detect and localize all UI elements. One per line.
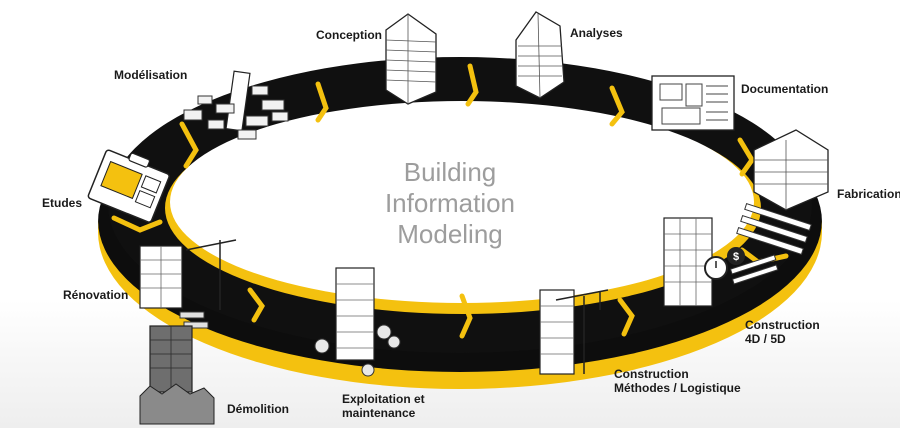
illustration-exploitation — [314, 267, 401, 377]
illustration-construction-4d5d: $ — [663, 217, 745, 307]
divider-5 — [737, 137, 755, 177]
label-analyses: Analyses — [570, 26, 623, 40]
illustration-modelisation — [183, 70, 289, 140]
dollar-coin-icon — [727, 247, 745, 265]
illustration-construction-methodes — [539, 289, 609, 375]
title-line-3: Modeling — [397, 219, 503, 249]
label-renovation: Rénovation — [63, 288, 129, 302]
divider-1 — [315, 81, 329, 123]
divider-8 — [247, 287, 265, 323]
crane-icon — [555, 289, 609, 374]
svg-text:$: $ — [733, 251, 739, 263]
label-conception: Conception — [316, 28, 382, 42]
divider-2 — [465, 63, 479, 107]
divider-10 — [617, 297, 635, 337]
illustration-fabrication — [729, 129, 829, 285]
label-exploitation-line2: maintenance — [342, 406, 416, 420]
center-title: Building Information Modeling — [360, 157, 540, 250]
label-exploitation: Exploitation et maintenance — [342, 392, 425, 420]
label-etudes: Etudes — [42, 196, 83, 210]
label-construction-methodes: Construction Méthodes / Logistique — [614, 367, 741, 395]
ring-hole — [170, 101, 754, 303]
label-exploitation-line1: Exploitation et — [342, 392, 425, 406]
label-fabrication: Fabrication — [837, 187, 900, 201]
label-construction-4d5d: Construction 4D / 5D — [745, 318, 820, 346]
divider-6 — [111, 215, 163, 233]
label-modelisation: Modélisation — [114, 68, 188, 82]
label-construction-4d5d-line2: 4D / 5D — [745, 332, 786, 346]
divider-3 — [609, 85, 625, 127]
illustration-etudes — [87, 149, 170, 223]
illustration-conception — [385, 13, 437, 105]
label-construction-methodes-line2: Méthodes / Logistique — [614, 381, 741, 395]
title-line-1: Building — [403, 157, 497, 187]
label-documentation: Documentation — [741, 82, 829, 96]
label-construction-methodes-line1: Construction — [614, 367, 689, 381]
divider-4 — [179, 121, 199, 169]
illustration-renovation — [139, 239, 237, 329]
illustration-demolition — [139, 325, 215, 425]
title-line-2: Information — [384, 188, 516, 218]
illustration-documentation — [651, 75, 735, 131]
renovation-crane-icon — [185, 239, 237, 310]
divider-9 — [459, 293, 473, 339]
label-construction-4d5d-line1: Construction — [745, 318, 820, 332]
label-demolition: Démolition — [227, 402, 289, 416]
illustration-analyses — [515, 11, 565, 99]
